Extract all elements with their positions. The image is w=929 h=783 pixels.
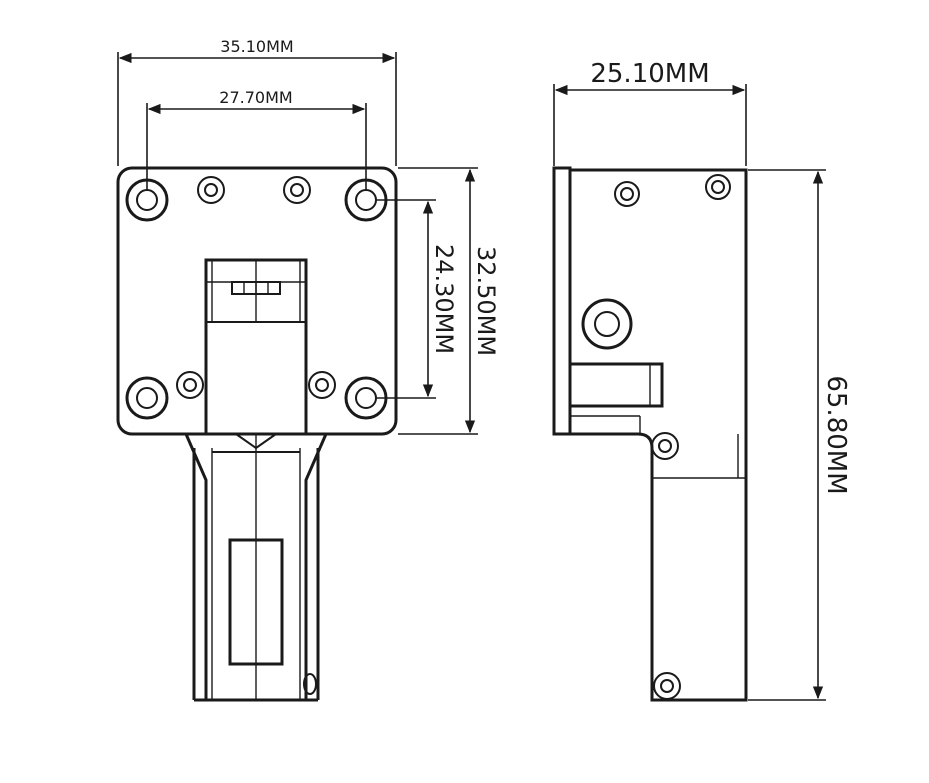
dim-side-width: 25.10MM [553, 59, 747, 166]
side-view: 25.10MM 65.80MM [552, 59, 851, 702]
side-hole-center [581, 298, 633, 350]
front-mounting-plate [116, 166, 398, 436]
dim-front-hole-spacing-v: 24.30MM [376, 199, 458, 399]
side-screw-lower [651, 432, 679, 460]
dim-front-width-label: 35.10MM [220, 37, 293, 56]
front-screw-mid-left [176, 371, 204, 399]
front-motor-body [184, 433, 328, 702]
front-shaft-block [204, 258, 308, 436]
dim-side-height: 65.80MM [748, 169, 851, 701]
dim-side-width-label: 25.10MM [590, 59, 709, 89]
dim-front-height: 32.50MM [398, 167, 500, 435]
dim-front-width: 35.10MM [117, 37, 397, 166]
dim-front-hole-spacing-h-label: 27.70MM [219, 88, 292, 107]
dim-front-hole-spacing-h: 27.70MM [146, 88, 367, 190]
dim-front-height-label: 32.50MM [472, 246, 500, 356]
side-screw-top-right [705, 174, 731, 200]
front-screw-top-right [283, 176, 311, 204]
front-screw-top-left [197, 176, 225, 204]
front-view: 35.10MM 27.70MM 24.30MM 32.50MM [116, 37, 500, 702]
side-shaft [568, 362, 664, 408]
side-screw-top-left [614, 181, 640, 207]
side-screw-bottom [653, 672, 681, 700]
front-corner-hole-bl [125, 376, 169, 420]
dim-front-hole-spacing-v-label: 24.30MM [430, 244, 458, 354]
side-body-outline [570, 168, 748, 702]
dim-side-height-label: 65.80MM [821, 375, 851, 494]
front-screw-mid-right [308, 371, 336, 399]
side-mounting-plate [552, 166, 572, 436]
